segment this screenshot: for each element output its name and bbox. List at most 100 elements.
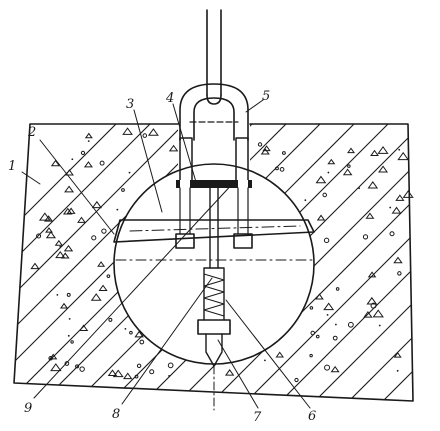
aggregate-mark	[362, 234, 369, 240]
aggregate-mark	[90, 293, 102, 301]
aggregate-mark	[139, 339, 145, 345]
aggregate-mark	[332, 335, 338, 341]
aggregate-mark	[224, 369, 235, 376]
aggregate-mark	[391, 206, 402, 214]
hatch-line	[139, 124, 413, 401]
aggregate-mark	[167, 362, 174, 369]
hatch-line	[105, 124, 413, 401]
aggregate-mark	[98, 284, 108, 292]
aggregate-mark	[97, 261, 106, 267]
aggregate-mark	[279, 167, 285, 172]
aggregate-mark	[38, 212, 51, 221]
aggregate-mark	[45, 227, 53, 233]
aggregate-mark	[83, 161, 93, 168]
aggregate-mark	[304, 199, 307, 202]
aggregate-mark	[257, 142, 263, 147]
aggregate-mark	[264, 359, 266, 362]
aggregate-mark	[347, 164, 351, 168]
lifting-rod	[206, 9, 222, 105]
aggregate-mark	[66, 292, 71, 297]
aggregate-mark	[347, 147, 356, 154]
aggregate-mark	[335, 287, 340, 291]
bolt-nut	[197, 319, 231, 335]
label-1: 1	[8, 159, 16, 174]
u-shackle	[179, 83, 249, 141]
aggregate-mark	[377, 146, 389, 154]
aggregate-mark	[50, 159, 61, 167]
aggregate-mark	[134, 374, 139, 379]
aggregate-mark	[70, 340, 74, 344]
aggregate-mark	[398, 148, 401, 151]
aggregate-mark	[314, 293, 324, 300]
aggregate-mark	[112, 369, 124, 378]
aggregate-mark	[397, 151, 410, 161]
aggregate-mark	[136, 363, 142, 369]
aggregate-mark	[315, 334, 320, 339]
hatch-line	[14, 124, 241, 401]
aggregate-mark	[75, 364, 80, 369]
nut-left	[175, 233, 195, 249]
aggregate-mark	[36, 233, 42, 239]
aggregate-mark	[84, 132, 93, 139]
aggregate-mark	[324, 364, 331, 371]
concrete-outline	[13, 123, 414, 402]
aggregate-mark	[372, 309, 384, 318]
aggregate-mark	[68, 317, 71, 320]
hatch-line	[14, 124, 413, 401]
aggregate-mark	[129, 330, 133, 335]
aggregate-mark	[87, 140, 90, 143]
label-8: 8	[112, 407, 120, 422]
aggregate-mark	[275, 166, 279, 171]
aggregate-mark	[168, 374, 170, 377]
aggregate-mark	[330, 365, 340, 373]
aggregate-mark	[106, 274, 111, 279]
aggregate-mark	[64, 361, 70, 366]
aggregate-mark	[149, 369, 155, 375]
hatch-line	[14, 124, 411, 401]
callout-labels: 1 2 3 4 5 6 7 8 9	[8, 89, 316, 425]
aggregate-mark	[128, 171, 131, 174]
aggregate-mark	[99, 160, 105, 166]
label-6: 6	[308, 409, 316, 424]
aggregate-mark	[393, 352, 402, 358]
aggregate-mark	[63, 244, 74, 252]
aggregate-mark	[78, 324, 89, 331]
aggregate-mark	[322, 192, 327, 198]
aggregate-mark	[397, 271, 402, 276]
aggregate-mark	[323, 302, 335, 311]
aggregate-mark	[62, 207, 73, 215]
aggregate-mark	[91, 235, 97, 241]
hatch-line	[14, 124, 275, 401]
aggregate-mark	[168, 144, 179, 152]
aggregate-mark	[282, 151, 286, 155]
aggregate-mark	[50, 363, 62, 372]
aggregate-mark	[365, 212, 375, 219]
label-9: 9	[24, 401, 32, 416]
aggregate-mark	[260, 148, 270, 155]
aggregate-mark	[91, 200, 103, 209]
hatch-line	[275, 124, 413, 401]
spreader-bar	[113, 219, 315, 243]
hatch-line	[173, 124, 413, 401]
nut-right	[233, 233, 253, 249]
aggregate-mark	[389, 206, 392, 209]
aggregate-mark	[80, 150, 86, 155]
aggregate-mark	[107, 369, 118, 377]
aggregate-mark	[122, 127, 133, 135]
aggregate-mark	[108, 317, 113, 322]
aggregate-mark	[59, 302, 69, 309]
aggregate-mark	[327, 158, 336, 165]
aggregate-mark	[294, 377, 299, 383]
aggregate-mark	[395, 194, 405, 201]
spherical-cavity	[113, 163, 315, 365]
label-4: 4	[165, 91, 174, 106]
aggregate-mark	[101, 228, 107, 234]
aggregate-mark	[389, 231, 395, 237]
aggregate-mark	[147, 128, 159, 136]
leader-lines	[21, 99, 311, 409]
aggregate-mark	[326, 313, 329, 316]
aggregate-mark	[45, 231, 57, 239]
aggregate-mark	[363, 311, 373, 318]
